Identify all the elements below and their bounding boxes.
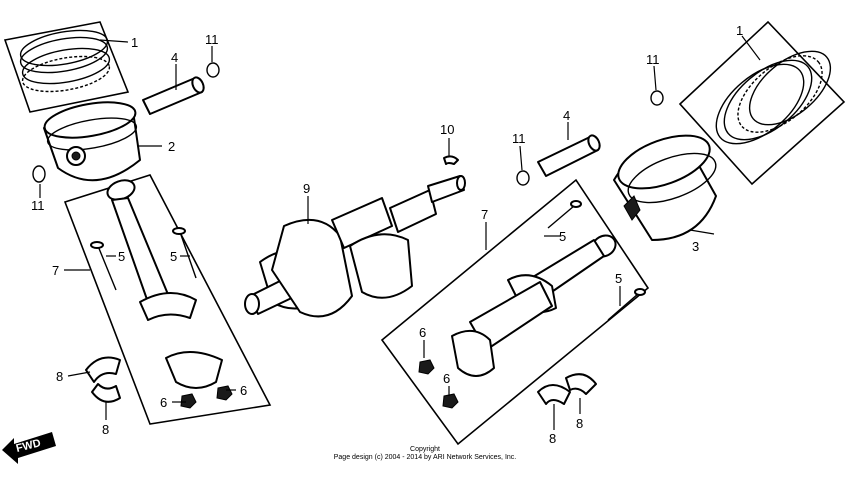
callout-7-right: 7 [481, 207, 488, 222]
piston-right[interactable] [611, 125, 722, 241]
rod-bearing-right-b[interactable] [565, 373, 597, 395]
pin-clip-left-lower[interactable] [32, 165, 46, 183]
callout-5-a: 5 [118, 249, 125, 264]
woodruff-key[interactable] [443, 155, 459, 165]
callout-11-a: 11 [205, 32, 219, 47]
callout-5-d: 5 [615, 271, 622, 286]
callout-1-left: 1 [131, 35, 138, 50]
callout-4-left: 4 [171, 50, 178, 65]
callout-10: 10 [440, 122, 454, 137]
rod-bolt-right-b[interactable] [607, 288, 646, 321]
connecting-rod-right[interactable] [451, 231, 619, 377]
copyright-line-1: Copyright [410, 446, 440, 453]
piston-ring-set-left[interactable] [3, 21, 130, 113]
callout-6-a: 6 [160, 395, 167, 410]
rod-nut-right-a[interactable] [418, 359, 435, 375]
callout-11-c: 11 [512, 131, 526, 146]
rod-bolt-left-a[interactable] [90, 241, 117, 291]
callout-5-b: 5 [170, 249, 177, 264]
callout-11-d: 11 [646, 52, 660, 67]
rod-bolt-left-b[interactable] [172, 227, 197, 279]
rod-bearing-right-a[interactable] [537, 384, 571, 405]
callout-6-d: 6 [443, 371, 450, 386]
rod-nut-right-b[interactable] [442, 393, 459, 409]
callout-7-left: 7 [52, 263, 59, 278]
piston-pin-left[interactable] [142, 76, 206, 115]
callout-1-right: 1 [736, 23, 743, 38]
connecting-rod-left[interactable] [105, 177, 223, 389]
callout-6-b: 6 [240, 383, 247, 398]
callout-8-b: 8 [102, 422, 109, 437]
callout-5-c: 5 [559, 229, 566, 244]
rod-nut-left-a[interactable] [180, 393, 197, 409]
callout-6-c: 6 [419, 325, 426, 340]
fwd-label: FWD [15, 437, 42, 455]
pin-clip-right-center[interactable] [516, 170, 530, 186]
leader-lines [39, 35, 761, 430]
callout-11-b: 11 [31, 198, 45, 213]
callout-2: 2 [168, 139, 175, 154]
callout-9: 9 [303, 181, 310, 196]
callout-8-a: 8 [56, 369, 63, 384]
fwd-arrow-icon: FWD [2, 432, 56, 464]
callout-4-right: 4 [563, 108, 570, 123]
piston-ring-set-right[interactable] [678, 20, 846, 186]
callout-3: 3 [692, 239, 699, 254]
rod-nut-left-b[interactable] [216, 385, 233, 401]
callout-numbers: 1 2 4 11 11 7 5 5 8 8 6 6 9 10 11 4 7 5 … [31, 23, 743, 446]
rod-bearing-left-upper[interactable] [85, 356, 121, 383]
crankshaft[interactable] [244, 175, 466, 318]
piston-pin-right[interactable] [537, 134, 602, 177]
rod-bearing-left-lower[interactable] [91, 383, 121, 403]
copyright-notice: Copyright Page design (c) 2004 - 2014 by… [0, 446, 850, 462]
callout-8-d: 8 [576, 416, 583, 431]
callout-8-c: 8 [549, 431, 556, 446]
piston-left[interactable] [42, 96, 141, 182]
copyright-line-2: Page design (c) 2004 - 2014 by ARI Netwo… [333, 454, 517, 461]
pin-clip-right-upper[interactable] [650, 90, 664, 106]
pin-clip-left-upper[interactable] [206, 62, 220, 78]
connecting-rod-frame-right [380, 178, 650, 446]
rod-bolt-right-a[interactable] [547, 200, 582, 229]
